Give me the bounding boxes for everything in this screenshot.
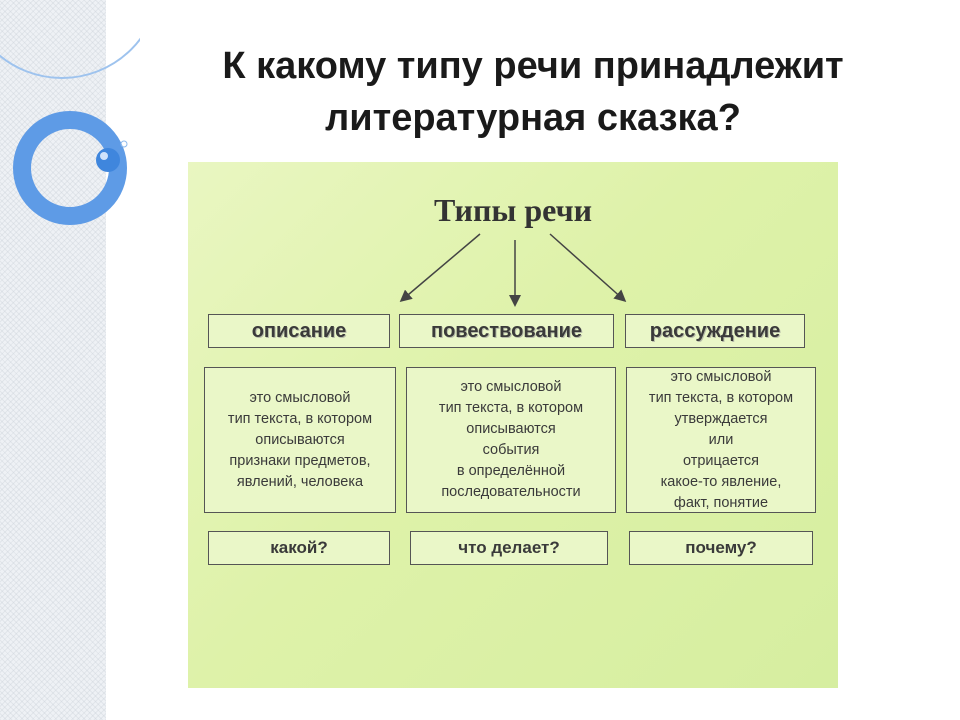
decorative-ring bbox=[13, 111, 127, 225]
diagram-heading: Типы речи bbox=[433, 192, 593, 228]
description-text-povestvovanie: это смысловой тип текста, в котором опис… bbox=[438, 379, 584, 500]
question-box-opisanie: какой? bbox=[208, 531, 390, 565]
decorative-ball bbox=[96, 148, 120, 172]
question-box-rassuzhdenie: почему? bbox=[629, 531, 813, 565]
description-text-rassuzhdenie: это смысловой тип текста, в котором утве… bbox=[648, 368, 794, 511]
description-box-rassuzhdenie: это смысловой тип текста, в котором утве… bbox=[626, 367, 816, 513]
decorative-circles bbox=[0, 37, 140, 225]
slide-title-line-1: К какому типу речи принадлежит bbox=[222, 45, 844, 87]
type-box-rassuzhdenie: рассуждение bbox=[625, 314, 805, 348]
speech-types-diagram: Типы речи описание повествование рассужд… bbox=[188, 162, 838, 688]
decorative-ball-highlight bbox=[100, 152, 108, 160]
diagram-arrows bbox=[399, 233, 627, 307]
description-text-opisanie: это смысловой тип текста, в котором опис… bbox=[227, 389, 373, 490]
question-box-povestvovanie: что делает? bbox=[410, 531, 608, 565]
arrow-to-rassuzhdenie bbox=[549, 233, 627, 302]
type-box-povestvovanie: повествование bbox=[399, 314, 614, 348]
decorative-dot bbox=[120, 140, 128, 148]
description-box-opisanie: это смысловой тип текста, в котором опис… bbox=[204, 367, 396, 513]
description-box-povestvovanie: это смысловой тип текста, в котором опис… bbox=[406, 367, 616, 513]
type-box-opisanie: описание bbox=[208, 314, 390, 348]
slide-title: К какому типу речи принадлежит литератур… bbox=[106, 40, 960, 144]
decorative-arc-large bbox=[0, 37, 140, 79]
slide-title-line-2: литературная сказка? bbox=[325, 97, 741, 139]
arrow-to-opisanie bbox=[399, 233, 481, 302]
